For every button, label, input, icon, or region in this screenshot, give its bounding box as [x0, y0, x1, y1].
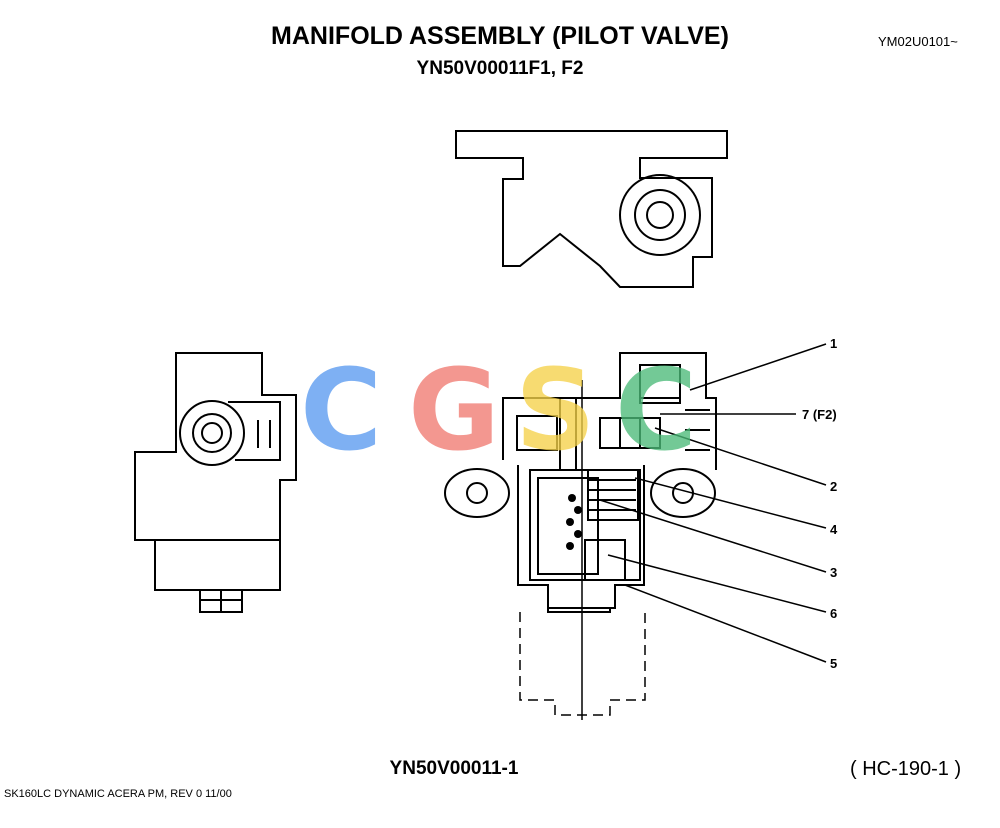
callout-6: 6: [830, 606, 837, 621]
callout-7-f2: 7 (F2): [802, 407, 837, 422]
part-number-subtitle: YN50V00011F1, F2: [416, 58, 584, 79]
callout-5: 5: [830, 656, 837, 671]
callout-2: 2: [830, 479, 837, 494]
callout-4: 4: [830, 522, 838, 537]
top-view-drawing: [455, 130, 728, 288]
footer-text: SK160LC DYNAMIC ACERA PM, REV 0 11/00: [4, 788, 232, 800]
leader-lines: [599, 343, 827, 663]
side-view-drawing: [134, 352, 297, 613]
section-view-drawing: [444, 352, 717, 720]
watermark-letter-1: C: [300, 346, 382, 476]
callout-3: 3: [830, 565, 837, 580]
callout-1: 1: [830, 336, 837, 351]
figure-number: YN50V00011-1: [389, 758, 519, 779]
watermark-letter-2: G: [408, 346, 500, 476]
page-title: MANIFOLD ASSEMBLY (PILOT VALVE): [271, 22, 729, 50]
watermark-logo: C G S C: [300, 346, 697, 476]
watermark-letter-3: S: [515, 346, 596, 476]
document-code: YM02U0101~: [878, 34, 958, 49]
page-reference: ( HC-190-1 ): [850, 758, 962, 780]
watermark-letter-4: C: [615, 346, 697, 476]
